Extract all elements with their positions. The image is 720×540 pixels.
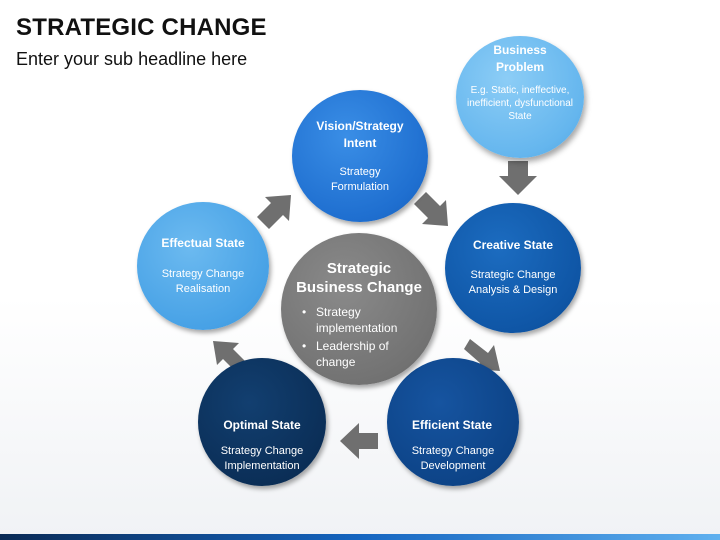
center-title: Strategic Business Change [281,259,437,297]
optimal-state-text: Strategy Change Implementation [220,445,304,472]
center-title-text: Strategic Business Change [296,260,422,296]
effectual-state-title: Effectual State [161,236,245,250]
business-problem-text: E.g. Static, ineffective, inefficient, d… [467,85,573,122]
creative-state-title: Creative State [472,238,554,252]
page-title: STRATEGIC CHANGE [16,14,267,41]
optimal-state-node: Optimal State Strategy Change Implementa… [198,358,326,486]
arrow-efficient-to-optimal-icon [340,423,378,459]
arrow-problem-to-creative-icon [499,161,537,195]
footer-accent-bar [0,534,720,540]
creative-state-text: Strategic Change Analysis & Design [468,269,558,296]
vision-strategy-node: Vision/Strategy Intent Strategy Formulat… [292,90,428,222]
vision-strategy-title: Vision/Strategy Intent [316,119,404,150]
center-strategic-business-change-node: Strategic Business Change Strategy imple… [281,233,437,385]
creative-state-node: Creative State Strategic Change Analysis… [445,203,581,333]
business-problem-title: Business Problem [493,43,547,74]
optimal-state-title: Optimal State [223,418,301,432]
efficient-state-text: Strategy Change Development [411,445,495,472]
effectual-state-node: Effectual State Strategy Change Realisat… [137,202,269,330]
center-bullet-item: Strategy implementation [302,304,412,336]
arrow-vision-to-creative-icon [414,192,448,226]
arrow-effectual-to-vision-icon [257,195,291,229]
page-subtitle: Enter your sub headline here [16,49,248,69]
effectual-state-text: Strategy Change Realisation [161,268,245,295]
business-problem-node: Business Problem E.g. Static, ineffectiv… [456,36,584,158]
efficient-state-node: Efficient State Strategy Change Developm… [387,358,519,486]
center-bullet-item: Leadership of change [302,338,412,370]
center-bullet-list: Strategy implementation Leadership of ch… [281,304,412,370]
vision-strategy-text: Strategy Formulation [330,166,390,193]
efficient-state-title: Efficient State [411,418,492,432]
arrow-creative-to-efficient-icon [464,339,500,371]
